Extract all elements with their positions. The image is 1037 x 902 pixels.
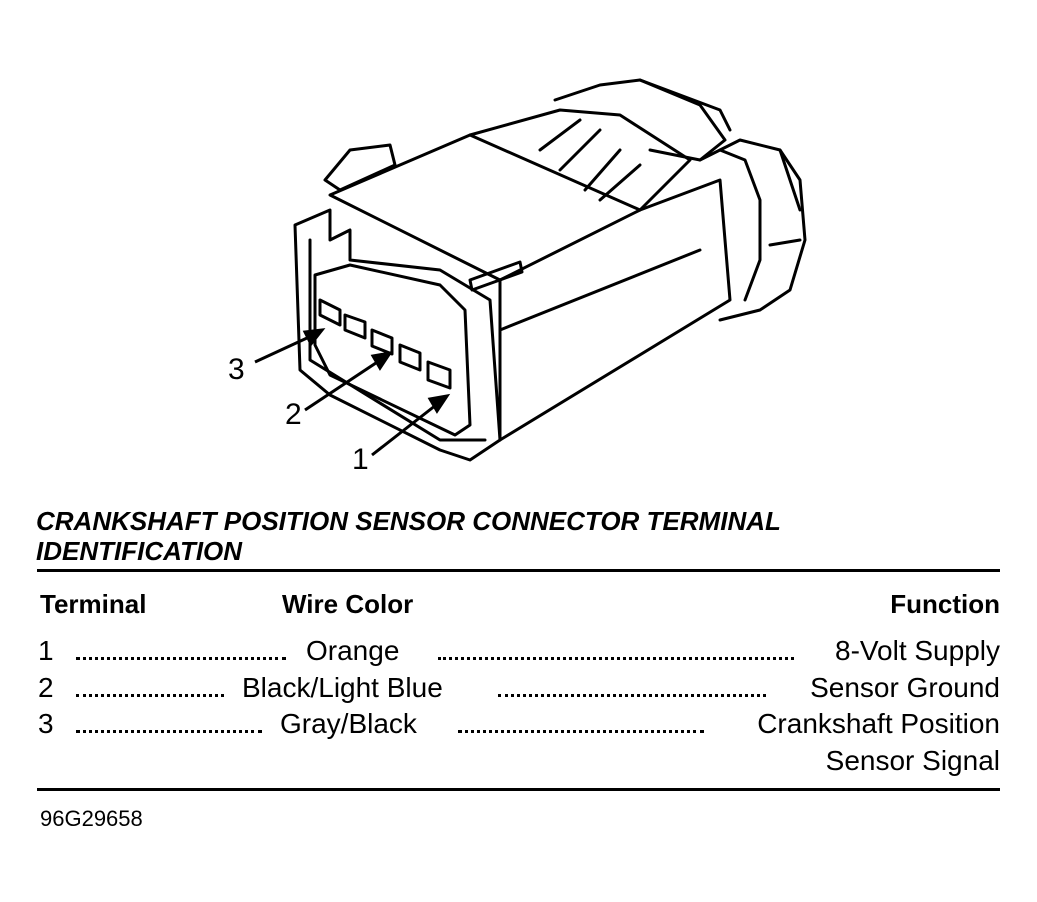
leader-dots bbox=[438, 657, 794, 660]
header-function: Function bbox=[890, 589, 1000, 619]
figure-title: CRANKSHAFT POSITION SENSOR CONNECTOR TER… bbox=[36, 506, 781, 566]
table-bottom-rule bbox=[37, 788, 1000, 791]
callout-terminal-3: 3 bbox=[228, 353, 245, 386]
row-1-wire-color: Orange bbox=[306, 635, 400, 666]
callout-terminal-1: 1 bbox=[352, 443, 369, 476]
row-3-terminal: 3 bbox=[38, 708, 54, 739]
leader-dots bbox=[76, 694, 224, 697]
leader-dots bbox=[458, 730, 704, 733]
row-3-function: Crankshaft Position bbox=[757, 708, 1000, 739]
row-2-function: Sensor Ground bbox=[810, 672, 1000, 703]
leader-dots bbox=[498, 694, 766, 697]
row-3-function-continued: Sensor Signal bbox=[825, 745, 1000, 776]
row-2-wire-color: Black/Light Blue bbox=[242, 672, 443, 703]
row-3-wire-color: Gray/Black bbox=[280, 708, 417, 739]
connector-illustration bbox=[254, 78, 807, 462]
callout-terminal-2: 2 bbox=[285, 398, 302, 431]
header-wire-color: Wire Color bbox=[282, 589, 414, 619]
row-1-terminal: 1 bbox=[38, 635, 54, 666]
row-1-function: 8-Volt Supply bbox=[835, 635, 1000, 666]
header-terminal: Terminal bbox=[40, 589, 147, 619]
row-2-terminal: 2 bbox=[38, 672, 54, 703]
leader-dots bbox=[76, 730, 262, 733]
figure-id: 96G29658 bbox=[40, 806, 143, 831]
title-divider bbox=[37, 569, 1000, 572]
leader-dots bbox=[76, 657, 286, 660]
